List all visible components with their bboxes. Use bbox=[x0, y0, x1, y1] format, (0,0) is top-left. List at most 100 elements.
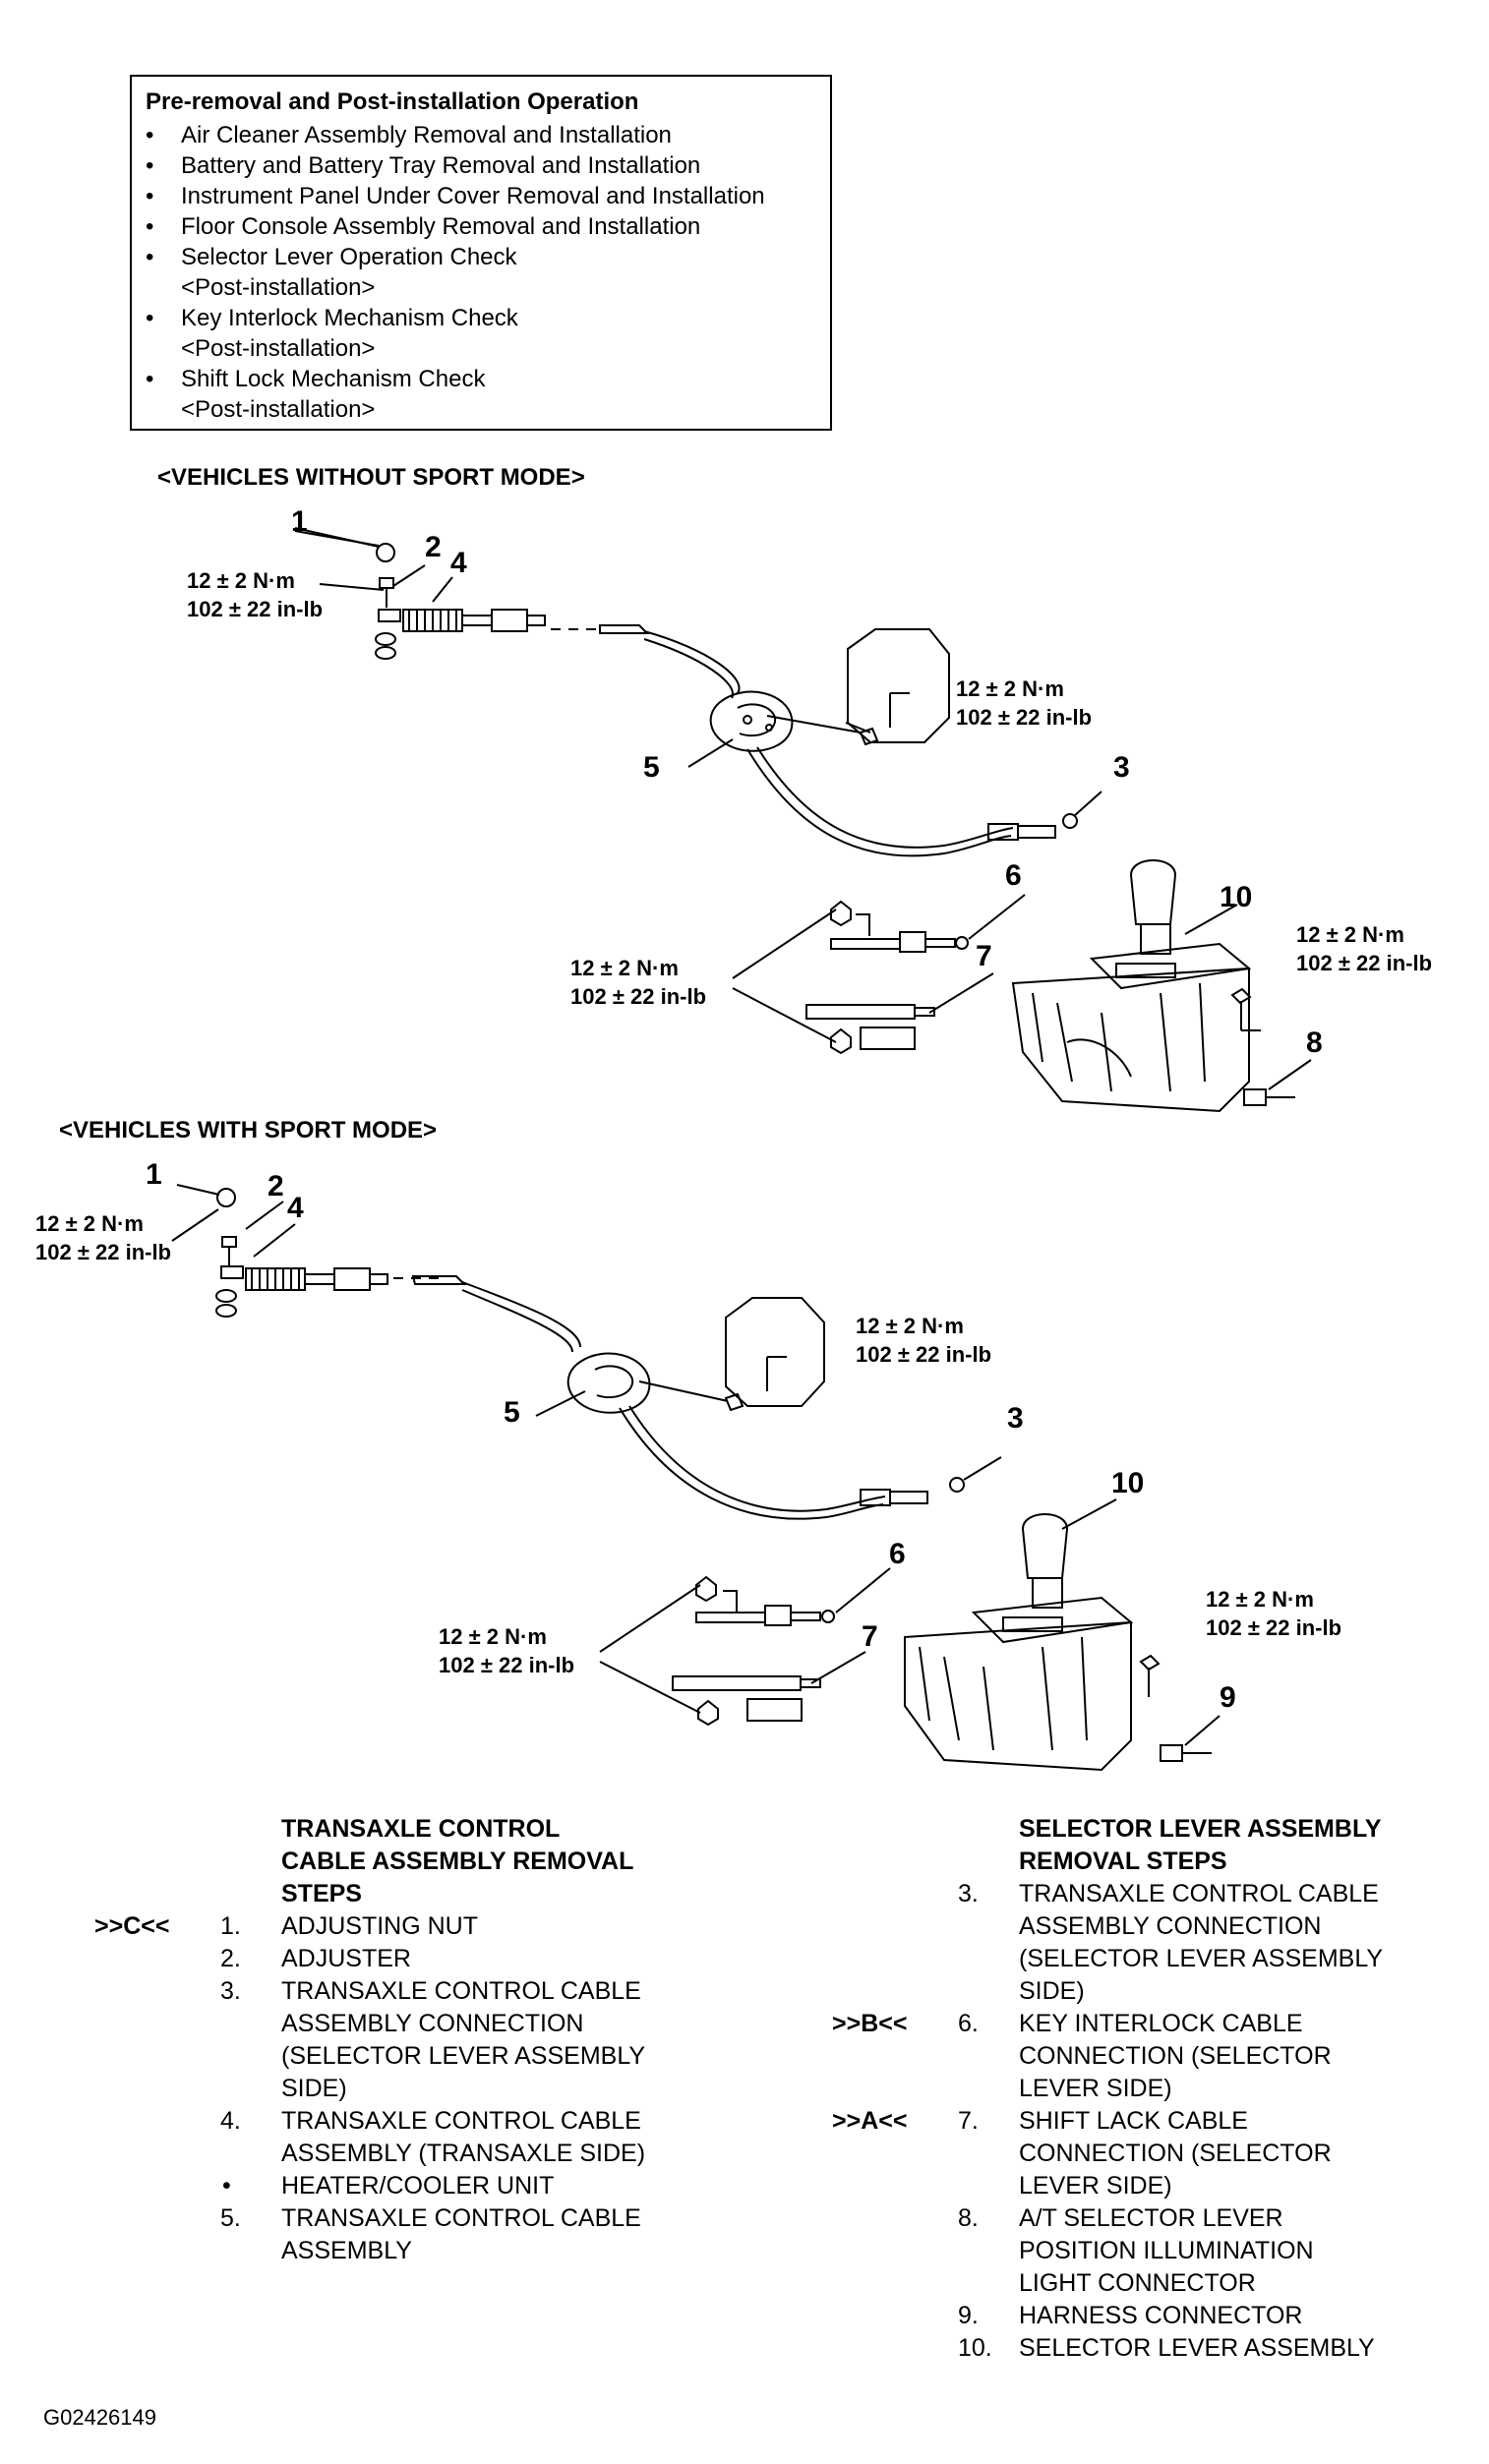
leader-line bbox=[835, 1567, 891, 1613]
steps-heading: SELECTOR LEVER ASSEMBLY REMOVAL STEPS bbox=[1019, 1813, 1461, 1878]
step-number: 5. bbox=[220, 2204, 241, 2232]
pre-removal-list: Air Cleaner Assembly Removal and Install… bbox=[146, 120, 830, 425]
leader-line bbox=[599, 1584, 701, 1714]
nut-part bbox=[216, 1188, 236, 1207]
step-text: POSITION ILLUMINATION bbox=[1019, 2237, 1314, 2264]
torque-nm: 12 ± 2 N·m bbox=[956, 676, 1064, 701]
step-number: 9. bbox=[958, 2302, 979, 2329]
key-interlock-cable bbox=[695, 1575, 835, 1626]
selector-lever-assembly bbox=[904, 1513, 1134, 1772]
step-text: ASSEMBLY (TRANSAXLE SIDE) bbox=[281, 2140, 646, 2167]
leader-line bbox=[766, 715, 862, 733]
torque-spec: 12 ± 2 N·m 102 ± 22 in-lb bbox=[187, 566, 323, 623]
callout-label: 2 bbox=[268, 1170, 284, 1203]
torque-nm: 12 ± 2 N·m bbox=[1206, 1587, 1314, 1612]
step-item: 5. TRANSAXLE CONTROL CABLE ASSEMBLY bbox=[94, 2202, 704, 2267]
callout-label: 5 bbox=[643, 751, 660, 784]
step-text: TRANSAXLE CONTROL CABLE bbox=[281, 1977, 641, 2005]
step-text: HARNESS CONNECTOR bbox=[1019, 2302, 1303, 2329]
callout-label: 8 bbox=[1306, 1027, 1323, 1059]
step-text: SHIFT LACK CABLE bbox=[1019, 2107, 1248, 2135]
torque-inlb: 102 ± 22 in-lb bbox=[1206, 1615, 1342, 1640]
leader-line bbox=[963, 1456, 1002, 1481]
pre-removal-box: Pre-removal and Post-installation Operat… bbox=[130, 75, 832, 431]
heading-line: REMOVAL STEPS bbox=[1019, 1848, 1227, 1875]
control-cable bbox=[461, 1281, 581, 1348]
list-item-text: Key Interlock Mechanism Check bbox=[181, 305, 518, 331]
torque-spec: 12 ± 2 N·m 102 ± 22 in-lb bbox=[1296, 920, 1432, 977]
control-cable bbox=[628, 1405, 886, 1512]
list-item-text: Battery and Battery Tray Removal and Ins… bbox=[181, 152, 701, 179]
leader-line bbox=[968, 894, 1026, 940]
step-number: 6. bbox=[958, 2010, 979, 2037]
bolt-part bbox=[379, 577, 394, 608]
callout-label: 7 bbox=[976, 940, 992, 972]
step-item: 9. HARNESS CONNECTOR bbox=[832, 2300, 1461, 2332]
step-text: CONNECTION (SELECTOR bbox=[1019, 2140, 1332, 2167]
list-item: Air Cleaner Assembly Removal and Install… bbox=[146, 120, 830, 150]
list-item: Floor Console Assembly Removal and Insta… bbox=[146, 211, 830, 242]
bolt-part bbox=[221, 1236, 237, 1266]
step-number: 3. bbox=[958, 1880, 979, 1907]
leader-line bbox=[535, 1390, 586, 1417]
torque-inlb: 102 ± 22 in-lb bbox=[187, 597, 324, 621]
step-text: ASSEMBLY bbox=[281, 2237, 412, 2264]
bracket-part bbox=[566, 1352, 651, 1414]
step-text: KEY INTERLOCK CABLE bbox=[1019, 2010, 1303, 2037]
list-item: Battery and Battery Tray Removal and Ins… bbox=[146, 150, 830, 181]
leader-line bbox=[1184, 904, 1238, 935]
step-text: ADJUSTER bbox=[281, 1945, 411, 1972]
leader-line bbox=[1061, 1498, 1117, 1530]
step-item: 10.SELECTOR LEVER ASSEMBLY bbox=[832, 2332, 1461, 2365]
callout-label: 4 bbox=[287, 1192, 304, 1224]
cable-removal-steps: TRANSAXLE CONTROL CABLE ASSEMBLY REMOVAL… bbox=[94, 1813, 704, 2267]
heading-line: TRANSAXLE CONTROL bbox=[281, 1815, 561, 1843]
list-item: Instrument Panel Under Cover Removal and… bbox=[146, 181, 830, 211]
step-ref-label: >>C<< bbox=[94, 1912, 170, 1940]
step-text: TRANSAXLE CONTROL CABLE bbox=[281, 2204, 641, 2232]
leader-line bbox=[810, 1651, 866, 1684]
torque-inlb: 102 ± 22 in-lb bbox=[856, 1342, 992, 1367]
step-ref-label: >>A<< bbox=[832, 2107, 908, 2135]
list-item-text: Selector Lever Operation Check bbox=[181, 244, 517, 270]
heading-line: STEPS bbox=[281, 1880, 362, 1907]
shift-lock-cable bbox=[672, 1675, 821, 1727]
list-item-text: Floor Console Assembly Removal and Insta… bbox=[181, 213, 701, 240]
list-item: Selector Lever Operation Check <Post-inst… bbox=[146, 242, 830, 303]
leader-line bbox=[928, 972, 994, 1014]
step-text: LEVER SIDE) bbox=[1019, 2172, 1172, 2200]
callout-label: 1 bbox=[291, 505, 308, 538]
step-item: >>C<<1.ADJUSTING NUT bbox=[94, 1910, 704, 1943]
step-text: SELECTOR LEVER ASSEMBLY bbox=[1019, 2334, 1375, 2362]
step-number: • bbox=[222, 2172, 231, 2200]
torque-spec: 12 ± 2 N·m 102 ± 22 in-lb bbox=[956, 675, 1092, 732]
section-title-without-sport: <VEHICLES WITHOUT SPORT MODE> bbox=[157, 464, 585, 491]
step-number: 8. bbox=[958, 2204, 979, 2232]
step-text: LIGHT CONNECTOR bbox=[1019, 2269, 1256, 2297]
callout-label: 9 bbox=[1220, 1681, 1236, 1714]
list-item: Shift Lock Mechanism Check<Post-installa… bbox=[146, 364, 830, 425]
list-item-text: Air Cleaner Assembly Removal and Install… bbox=[181, 122, 672, 148]
torque-inlb: 102 ± 22 in-lb bbox=[439, 1653, 575, 1677]
torque-nm: 12 ± 2 N·m bbox=[35, 1211, 144, 1236]
step-number: 1. bbox=[220, 1912, 241, 1940]
shift-lock-cable bbox=[805, 1004, 935, 1055]
leader-line bbox=[171, 1184, 220, 1242]
list-item-subtext: <Post-installation> bbox=[181, 274, 376, 301]
callout-label: 10 bbox=[1111, 1467, 1145, 1499]
lever-removal-steps: SELECTOR LEVER ASSEMBLY REMOVAL STEPS 3.… bbox=[832, 1813, 1461, 2365]
step-text: TRANSAXLE CONTROL CABLE bbox=[281, 2107, 641, 2135]
heading-line: SELECTOR LEVER ASSEMBLY bbox=[1019, 1815, 1382, 1843]
selector-lever-assembly bbox=[1011, 859, 1252, 1113]
steps-heading: TRANSAXLE CONTROL CABLE ASSEMBLY REMOVAL… bbox=[281, 1813, 704, 1910]
torque-nm: 12 ± 2 N·m bbox=[570, 956, 679, 980]
step-item: 2.ADJUSTER bbox=[94, 1943, 704, 1975]
heading-line: CABLE ASSEMBLY REMOVAL bbox=[281, 1848, 634, 1875]
callout-label: 4 bbox=[450, 547, 467, 579]
torque-inlb: 102 ± 22 in-lb bbox=[1296, 951, 1433, 975]
callout-label: 3 bbox=[1113, 751, 1130, 784]
callout-label: 2 bbox=[425, 531, 442, 563]
leader-line bbox=[638, 1380, 729, 1402]
